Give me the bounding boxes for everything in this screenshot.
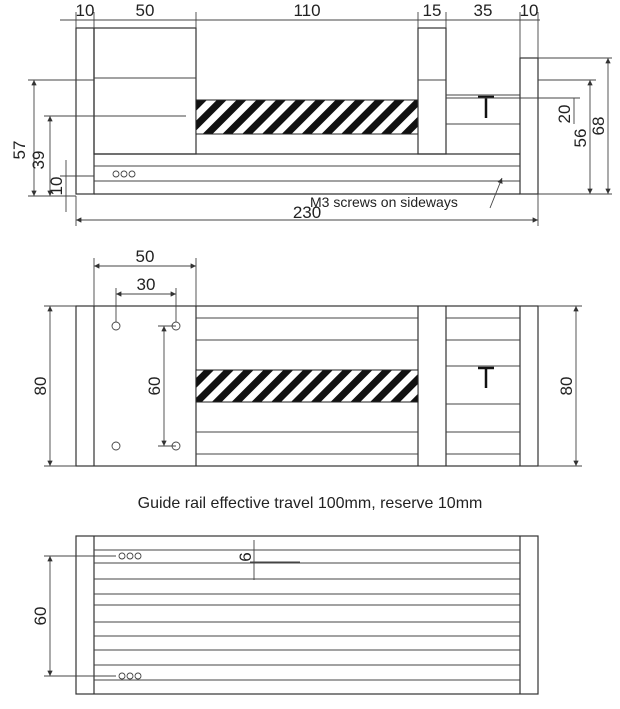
m3-screws-note: M3 screws on sideways xyxy=(310,194,458,210)
dim-110: 110 xyxy=(293,1,320,20)
dim-60: 60 xyxy=(145,377,164,396)
base-outline xyxy=(75,305,539,467)
carriage-block xyxy=(93,27,197,155)
dim-20: 20 xyxy=(555,105,574,124)
left-end-plate xyxy=(75,27,95,195)
dim-35: 35 xyxy=(474,1,493,20)
right-end-plate xyxy=(519,57,539,195)
dim-80-left: 80 xyxy=(31,377,50,396)
dim-57: 57 xyxy=(10,141,29,160)
dim-6: 6 xyxy=(236,552,255,561)
middle-view: 50 30 60 80 80 xyxy=(31,247,582,467)
lead-screw xyxy=(195,99,419,135)
mounting-hole xyxy=(111,441,121,451)
dim-39: 39 xyxy=(29,151,48,170)
dim-10-vertical: 10 xyxy=(47,177,66,196)
lead-screw xyxy=(195,369,419,403)
dim-230: 230 xyxy=(293,203,321,222)
support-block xyxy=(417,27,447,155)
dim-68: 68 xyxy=(589,117,608,136)
dim-50: 50 xyxy=(136,247,155,266)
dim-56: 56 xyxy=(571,129,590,148)
dim-10-right: 10 xyxy=(520,1,539,20)
dim-80-right: 80 xyxy=(557,377,576,396)
bottom-view: 6 60 xyxy=(31,535,539,695)
dim-60-bottom: 60 xyxy=(31,607,50,626)
dim-15: 15 xyxy=(423,1,442,20)
dim-10-left: 10 xyxy=(76,1,95,20)
dim-50: 50 xyxy=(136,1,155,20)
mounting-hole xyxy=(111,321,121,331)
dim-30: 30 xyxy=(137,275,156,294)
travel-caption: Guide rail effective travel 100mm, reser… xyxy=(137,495,483,512)
top-view: 10 50 110 15 35 10 57 39 10 20 56 68 M3 … xyxy=(10,1,612,226)
bottom-outline xyxy=(75,535,539,695)
